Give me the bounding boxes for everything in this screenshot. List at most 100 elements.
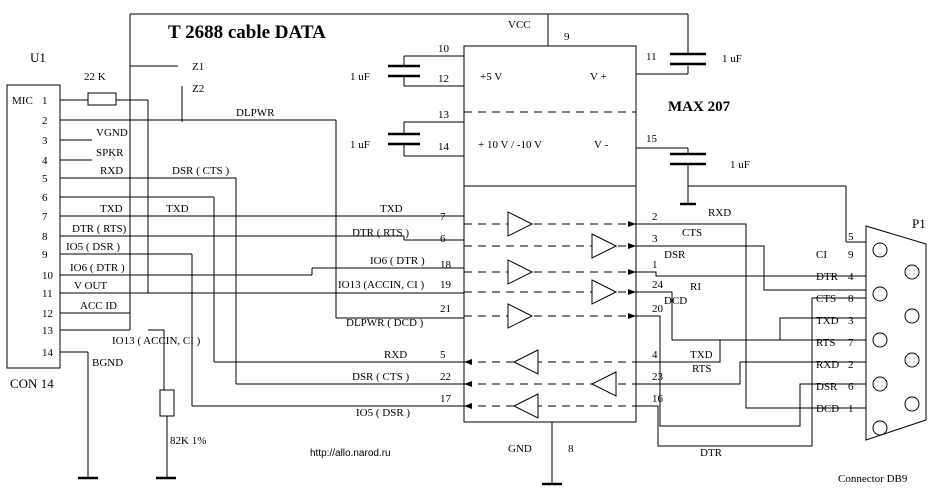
u1-pin-7-label: TXD <box>100 203 123 215</box>
right-signal-1: CTS <box>682 227 702 239</box>
right-signal-6: RTS <box>692 363 712 375</box>
db9-label-dsr: DSR <box>816 381 838 393</box>
db9-pin-4: 4 <box>848 271 854 283</box>
source-url: http://allo.narod.ru <box>310 448 391 459</box>
left-signal-4: DLPWR ( DCD ) <box>346 317 424 329</box>
cap-4-label: 1 uF <box>730 159 750 171</box>
u1-pin-13-num: 13 <box>42 325 54 337</box>
db9-name: Connector DB9 <box>838 473 908 485</box>
route-6 <box>636 361 866 385</box>
db9-label-ci: CI <box>816 249 827 261</box>
u1-pin-10-num: 10 <box>42 270 54 282</box>
u1-pin-12-label: ACC ID <box>80 300 117 312</box>
pin-12: 12 <box>438 73 449 85</box>
max207-power-block <box>463 45 637 187</box>
dlpwr-label: DLPWR <box>236 107 275 119</box>
left-pin-6: 6 <box>440 233 446 245</box>
cap-1-label: 1 uF <box>350 71 370 83</box>
chip-name-label: MAX 207 <box>668 99 731 115</box>
z2-label: Z2 <box>192 83 204 95</box>
u1-name: CON 14 <box>10 376 54 391</box>
db9-pin-7: 7 <box>848 337 854 349</box>
left-signal-7: IO5 ( DSR ) <box>356 407 410 419</box>
db9-hole <box>872 242 888 258</box>
max207-driver-block <box>463 185 637 423</box>
u1-connector-body <box>6 84 61 369</box>
route-1 <box>636 245 866 291</box>
db9-label-rxd: RXD <box>816 359 839 371</box>
u1-pin-5-label: RXD <box>100 165 123 177</box>
u1-pin-4-num: 4 <box>42 155 48 167</box>
right-signal-0: RXD <box>708 207 731 219</box>
route-0 <box>636 223 866 409</box>
db9-hole <box>904 264 920 280</box>
cap-2-label: 1 uF <box>350 139 370 151</box>
resistor-22k <box>87 92 117 106</box>
diagram-title: T 2688 cable DATA <box>168 22 326 43</box>
db9-hole <box>872 420 888 436</box>
left-signal-6: DSR ( CTS ) <box>352 371 409 383</box>
u1-pin-10-label: IO6 ( DTR ) <box>70 262 125 274</box>
txd-label-mid: TXD <box>166 203 189 215</box>
gnd-pin-num: 8 <box>568 443 574 455</box>
driver-4 <box>507 303 534 329</box>
u1-pin-1-num: 1 <box>42 95 48 107</box>
u1-ref: U1 <box>30 50 46 65</box>
db9-shell <box>865 225 927 441</box>
u1-pin-7-num: 7 <box>42 211 48 223</box>
db9-pin-1: 1 <box>848 403 854 415</box>
u1-pin-9-label: IO5 ( DSR ) <box>66 241 120 253</box>
db9-label-cts: CTS <box>816 293 836 305</box>
right-signal-5: TXD <box>690 349 713 361</box>
pin-15: 15 <box>646 133 658 145</box>
driver-1 <box>591 233 618 259</box>
pin-13: 13 <box>438 109 450 121</box>
db9-label-rts: RTS <box>816 337 836 349</box>
left-pin-19: 19 <box>440 279 452 291</box>
right-pin-16: 16 <box>652 393 664 405</box>
u1-pin-3-num: 3 <box>42 135 48 147</box>
io13-label-low: IO13 ( ACCIN, CI ) <box>112 335 201 347</box>
resistor-22k-label: 22 K <box>84 71 106 83</box>
left-signal-1: DTR ( RTS ) <box>352 227 409 239</box>
pin-11: 11 <box>646 51 657 63</box>
db9-label-dcd: DCD <box>816 403 839 415</box>
route-5 <box>636 317 866 363</box>
u1-pin-14-label: BGND <box>92 357 123 369</box>
db9-top-pin-num: 5 <box>848 231 854 243</box>
left-signal-3: IO13 (ACCIN, CI ) <box>338 279 424 291</box>
db9-hole <box>872 286 888 302</box>
right-pin-20: 20 <box>652 303 664 315</box>
u1-pin-6-num: 6 <box>42 192 48 204</box>
driver-0 <box>507 211 534 237</box>
u1-pin-3-label: VGND <box>96 127 128 139</box>
route-7 <box>636 297 866 447</box>
db9-pin-2: 2 <box>848 359 854 371</box>
left-pin-7: 7 <box>440 211 446 223</box>
db9-hole <box>904 396 920 412</box>
vcc-label: VCC <box>508 19 531 31</box>
route-4 <box>636 315 866 427</box>
receiver-6 <box>590 371 617 397</box>
dsr-cts-label-top: DSR ( CTS ) <box>172 165 229 177</box>
vcc-pin-num: 9 <box>564 31 570 43</box>
driver-3 <box>591 279 618 305</box>
right-pin-3: 3 <box>652 233 658 245</box>
right-pin-4: 4 <box>652 349 658 361</box>
left-signal-0: TXD <box>380 203 403 215</box>
right-pin-23: 23 <box>652 371 664 383</box>
route-2 <box>636 271 866 277</box>
resistor-82k-label: 82K 1% <box>170 435 206 447</box>
rail-vplus-label: V + <box>590 71 607 83</box>
db9-pin-9: 9 <box>848 249 854 261</box>
receiver-7 <box>512 393 539 419</box>
right-signal-7: DTR <box>700 447 723 459</box>
db9-label-txd: TXD <box>816 315 839 327</box>
pin-14: 14 <box>438 141 450 153</box>
rail-hv-label: + 10 V / -10 V <box>478 139 542 151</box>
u1-pin-8-num: 8 <box>42 231 48 243</box>
rail-vminus-label: V - <box>594 139 608 151</box>
left-pin-21: 21 <box>440 303 451 315</box>
right-signal-2: DSR <box>664 249 686 261</box>
